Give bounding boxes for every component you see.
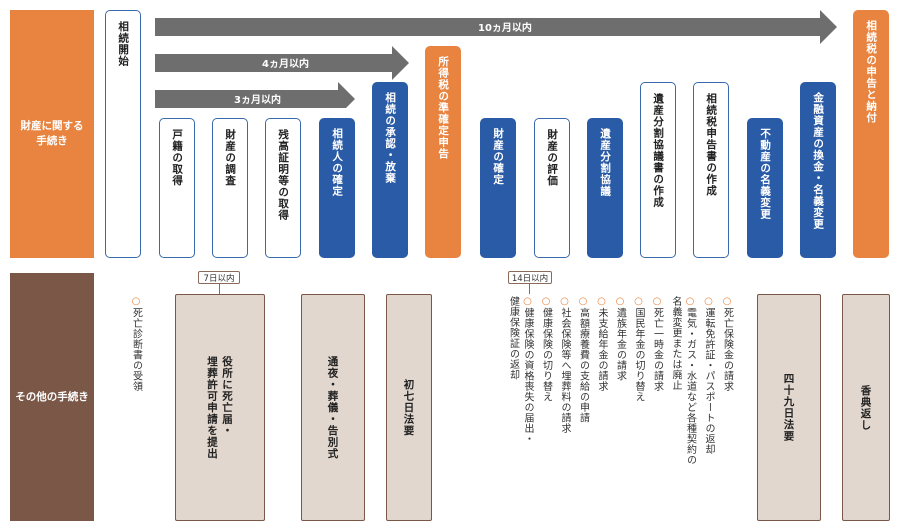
other-shijukunichi: 四十九日法要: [757, 294, 821, 521]
note-kokumin: ○国民年金の切り替え: [633, 296, 644, 402]
step-junkakutei: 所得税の準確定申告: [425, 46, 461, 258]
step-fudosan: 不動産の名義変更: [747, 118, 783, 258]
notes-mid: ○健康保険の資格喪失の届出・ 健康保険証の返却 ○健康保険の切り替え ○社会保険…: [505, 296, 745, 516]
note-shibou: ○死亡診断書の受領: [130, 296, 142, 392]
step-shonin: 相続の承認・放棄: [372, 82, 408, 258]
step-zandaka: 残高証明等の取得: [265, 118, 301, 258]
arrow-10-months: [155, 10, 837, 44]
arrow-3-months-label: 3ヵ月以内: [234, 95, 281, 106]
step-zaisan-kakutei: 財産の確定: [480, 118, 516, 258]
note-ichijikin: ○死亡一時金の請求: [651, 296, 663, 392]
note-kenko-kirikae: ○健康保険の切り替え: [540, 296, 552, 402]
other-shonanoka: 初七日法要: [386, 294, 432, 521]
row-label-other: その他の手続き: [10, 273, 94, 521]
note-mishikyu: ○未支給年金の請求: [596, 296, 607, 392]
step-shinkokusho: 相続税申告書の作成: [693, 82, 729, 258]
badge-14-days: 14日以内: [508, 271, 552, 284]
note-maisoryo: ○社会保険等へ埋葬料の請求: [559, 296, 570, 434]
note-menkyo: ○運転免許証・パスポートの返却: [703, 296, 714, 455]
step-kakutei-heir: 相続人の確定: [319, 118, 355, 258]
other-tsuya: 通夜・葬儀・告別式: [301, 294, 365, 521]
arrow-10-months-label: 10ヵ月以内: [478, 23, 532, 34]
badge-7-days: 7日以内: [198, 271, 240, 284]
note-izoku: ○遺族年金の請求: [614, 296, 626, 381]
arrow-4-months: [155, 46, 409, 80]
note-keiyaku: ○電気・ガス・水道など各種契約の 名義変更または廃止: [670, 296, 696, 465]
step-koseki: 戸籍の取得: [159, 118, 195, 258]
step-start: 相続開始: [105, 10, 141, 258]
arrow-3-months: [155, 82, 355, 108]
other-yakusho: 役所に死亡届・ 埋葬許可申請を提出: [175, 294, 265, 521]
note-kogaku: ○高額療養費の支給の申請: [577, 296, 589, 423]
deadline-arrows: [155, 10, 837, 108]
badge-7-connector: [219, 284, 220, 294]
note-hokenkin: ○死亡保険金の請求: [721, 296, 733, 392]
step-kyogisho: 遺産分割協議書の作成: [640, 82, 676, 258]
other-kouden: 香典返し: [842, 294, 890, 521]
arrow-4-months-label: 4ヵ月以内: [262, 59, 309, 70]
step-shinkoku-nofu: 相続税の申告と納付: [853, 10, 889, 258]
note-kenko-soshitsu: ○健康保険の資格喪失の届出・ 健康保険証の返却: [507, 296, 534, 444]
step-bunkatsu: 遺産分割協議: [587, 118, 623, 258]
step-kinyu: 金融資産の換金・名義変更: [800, 82, 836, 258]
badge-14-connector: [529, 284, 530, 294]
row-label-property: 財産に関する 手続き: [10, 10, 94, 258]
step-chosa: 財産の調査: [212, 118, 248, 258]
step-hyoka: 財産の評価: [534, 118, 570, 258]
